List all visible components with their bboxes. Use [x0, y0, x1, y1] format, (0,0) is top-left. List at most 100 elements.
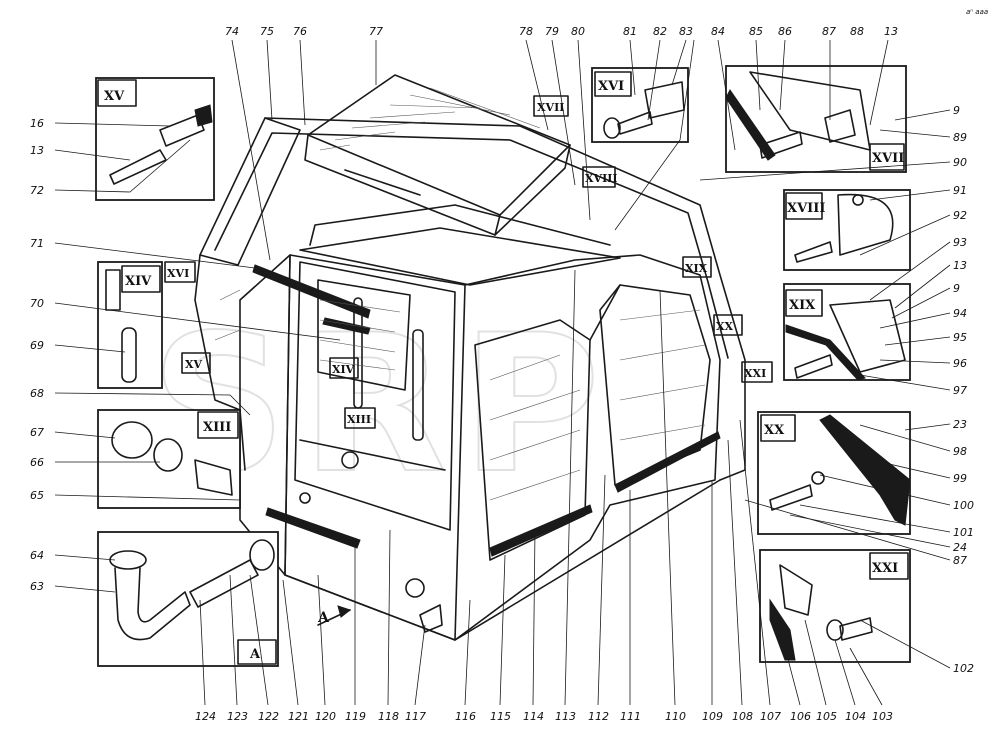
part-number: 106 — [790, 710, 811, 723]
part-number: 104 — [845, 710, 866, 723]
part-number: 13 — [30, 144, 44, 157]
detail-label: XX — [764, 423, 785, 438]
detail-label: XVI — [598, 79, 624, 94]
part-number: 23 — [953, 418, 967, 431]
part-number: 120 — [315, 710, 336, 723]
detail-label: XV — [104, 89, 125, 104]
part-number: 77 — [369, 25, 383, 38]
part-number: 16 — [30, 117, 44, 130]
part-number: 68 — [30, 387, 44, 400]
part-number: 80 — [571, 25, 585, 38]
corner-mark: аⁿ ааа — [966, 8, 988, 16]
part-number: 74 — [225, 25, 239, 38]
detail-view-a: A — [97, 531, 279, 667]
marker-label: XVII — [537, 101, 564, 114]
part-number: 79 — [545, 25, 559, 38]
part-number: 119 — [345, 710, 366, 723]
part-number: 112 — [588, 710, 609, 723]
part-number: 124 — [195, 710, 216, 723]
part-number: 9 — [953, 104, 960, 117]
part-number: 91 — [953, 184, 967, 197]
part-number: 66 — [30, 456, 44, 469]
part-number: 13 — [884, 25, 898, 38]
part-number: 116 — [455, 710, 476, 723]
marker-label: XXI — [744, 367, 766, 380]
part-number: 9 — [953, 282, 960, 295]
part-number: 110 — [665, 710, 686, 723]
marker-label: XX — [716, 320, 734, 333]
part-number: 114 — [523, 710, 544, 723]
part-number: 85 — [749, 25, 763, 38]
part-numbers-bottom: 124 123 122 121 120 119 118 117 116 115 … — [195, 710, 893, 723]
part-number: 103 — [872, 710, 893, 723]
part-number: 13 — [953, 259, 967, 272]
detail-view-xiv: XIV — [97, 261, 163, 389]
detail-label: XXI — [872, 561, 898, 576]
part-number: 87 — [822, 25, 836, 38]
detail-view-xxi: XXI — [759, 549, 911, 663]
detail-view-xx: XX — [757, 411, 911, 535]
part-number: 115 — [490, 710, 511, 723]
part-number: 111 — [620, 710, 641, 723]
part-numbers-left: 16 13 72 71 70 69 68 67 66 65 64 63 — [30, 117, 44, 593]
part-number: 98 — [953, 445, 967, 458]
detail-label: XIV — [125, 274, 152, 289]
part-number: 71 — [30, 237, 44, 250]
part-number: 24 — [953, 541, 967, 554]
marker-label: XIV — [332, 363, 355, 376]
part-number: 90 — [953, 156, 967, 169]
marker-label: XVIII — [585, 172, 618, 185]
part-number: 93 — [953, 236, 967, 249]
detail-label: A — [249, 647, 261, 662]
part-number: 65 — [30, 489, 44, 502]
part-number: 121 — [288, 710, 309, 723]
part-number: 75 — [260, 25, 274, 38]
part-number: 101 — [953, 526, 974, 539]
part-number: 78 — [519, 25, 533, 38]
part-number: 102 — [953, 662, 974, 675]
part-number: 105 — [816, 710, 837, 723]
marker-label: XIX — [685, 262, 708, 275]
part-number: 76 — [293, 25, 307, 38]
part-number: 86 — [778, 25, 792, 38]
part-number: 109 — [702, 710, 723, 723]
part-number: 113 — [555, 710, 576, 723]
detail-label: XVII — [872, 151, 904, 166]
detail-label: XIII — [203, 420, 231, 435]
part-number: 89 — [953, 131, 967, 144]
part-number: 87 — [953, 554, 967, 567]
part-number: 72 — [30, 184, 44, 197]
part-number: 63 — [30, 580, 44, 593]
part-number: 84 — [711, 25, 725, 38]
part-numbers-right: 9 89 90 91 92 93 13 9 94 95 96 97 23 98 … — [953, 104, 974, 675]
part-number: 108 — [732, 710, 753, 723]
detail-view-xix: XIX — [783, 283, 911, 381]
view-arrow-label: A — [317, 610, 330, 626]
detail-view-xiii: XIII — [97, 409, 241, 509]
part-numbers-top: 74 75 76 77 78 79 80 81 82 83 84 85 86 8… — [225, 25, 898, 38]
detail-view-xv: XV — [95, 77, 215, 201]
part-number: 64 — [30, 549, 44, 562]
detail-view-xviii: XVIII — [783, 189, 911, 271]
leader-lines — [54, 39, 951, 706]
part-number: 97 — [953, 384, 967, 397]
marker-label: XV — [185, 358, 203, 371]
marker-label: XIII — [347, 413, 371, 426]
marker-label: XVI — [167, 267, 189, 280]
part-number: 100 — [953, 499, 974, 512]
part-number: 122 — [258, 710, 279, 723]
view-arrow-a: A — [317, 605, 352, 626]
part-number: 123 — [227, 710, 248, 723]
part-number: 95 — [953, 331, 967, 344]
part-number: 88 — [850, 25, 864, 38]
part-number: 99 — [953, 472, 967, 485]
detail-view-xvi: XVI — [591, 67, 689, 143]
part-number: 83 — [679, 25, 693, 38]
part-number: 117 — [405, 710, 426, 723]
detail-view-xvii: XVII — [725, 65, 907, 173]
part-number: 81 — [623, 25, 637, 38]
part-number: 82 — [653, 25, 667, 38]
part-number: 67 — [30, 426, 44, 439]
